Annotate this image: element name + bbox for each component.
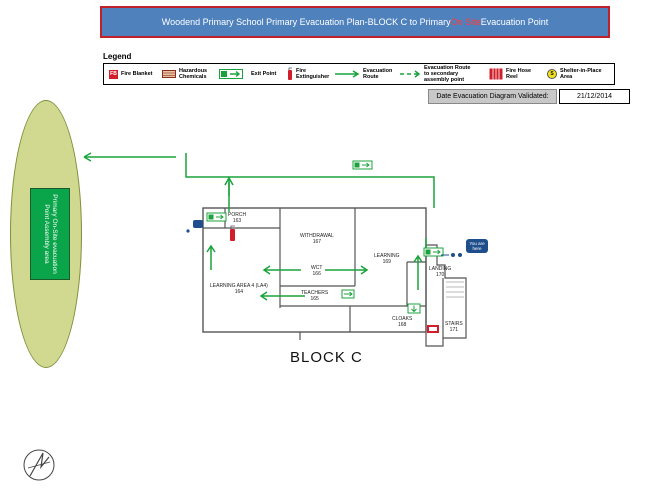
room-number: 170 bbox=[435, 272, 445, 278]
room-number: 165 bbox=[310, 296, 319, 302]
exit-point-icon bbox=[407, 303, 421, 314]
route-line-west bbox=[185, 153, 229, 178]
evacuation-routes bbox=[83, 152, 435, 301]
legend-label: Evacuation Route bbox=[363, 68, 393, 80]
room-number: 167 bbox=[312, 239, 322, 245]
block-label: BLOCK C bbox=[290, 349, 363, 366]
validation-date-value: 21/12/2014 bbox=[559, 89, 630, 104]
fire-hose-reel-icon bbox=[427, 325, 439, 333]
assembly-point-sign: Primary On-Site evacuation Point Assembl… bbox=[30, 188, 70, 280]
room-name: WITHDRAWAL bbox=[300, 233, 334, 239]
route-arrowhead-up bbox=[224, 177, 234, 186]
exit-point-icon bbox=[219, 69, 243, 79]
route-arrow-learning bbox=[413, 254, 423, 290]
room-number: 171 bbox=[449, 327, 459, 333]
room-name: LANDING bbox=[429, 266, 452, 272]
title-text-end: Evacuation Point bbox=[480, 17, 549, 27]
room-name: LEARNING AREA 4 (LA4) bbox=[210, 283, 268, 289]
room-name: PORCH bbox=[228, 212, 247, 218]
fire-extinguisher-icon bbox=[230, 225, 235, 241]
room-name: LEARNING bbox=[374, 253, 400, 259]
legend-item-fire-extinguisher: Fire Extinguisher bbox=[287, 64, 329, 84]
door-markers bbox=[186, 229, 462, 257]
legend-item-evacuation-route: Evacuation Route bbox=[334, 64, 392, 84]
route-arrow-teachers bbox=[259, 291, 305, 301]
exit-point-icon bbox=[352, 160, 373, 170]
fire-blanket-icon: FB bbox=[109, 69, 118, 79]
room-number: 163 bbox=[232, 218, 242, 224]
route-arrowhead-assembly bbox=[83, 152, 92, 162]
legend-item-fire-blanket: FB Fire Blanket bbox=[109, 64, 152, 84]
route-arrow-la4 bbox=[206, 244, 216, 270]
evacuation-route-arrow-icon bbox=[335, 70, 360, 78]
legend-item-secondary-route: Evacuation Route to secondary assembly p… bbox=[399, 64, 470, 84]
room-number: 168 bbox=[397, 322, 407, 328]
legend-label: Fire Hose Reel bbox=[506, 68, 532, 80]
route-arrow-wc-right bbox=[325, 265, 369, 275]
room-number: 166 bbox=[312, 271, 321, 277]
room-label-learning-area-4: LEARNING AREA 4 (LA4)164 bbox=[210, 283, 268, 295]
legend-item-hazardous-chemicals: Hazardous Chemicals bbox=[162, 64, 207, 84]
room-name: TEACHERS bbox=[301, 290, 329, 296]
legend-label: Shelter-in-Place Area bbox=[560, 68, 602, 80]
room-number: 164 bbox=[234, 289, 244, 295]
secondary-route-arrow-icon bbox=[400, 70, 421, 78]
exit-point-icon bbox=[423, 247, 444, 257]
exit-point-signs bbox=[206, 160, 444, 314]
exit-point-icon bbox=[206, 212, 227, 222]
legend-label: Evacuation Route to secondary assembly p… bbox=[424, 65, 471, 83]
room-name: STAIRS bbox=[445, 321, 463, 327]
fire-hose-reel-icon bbox=[489, 68, 503, 80]
exit-point-icon bbox=[341, 289, 355, 299]
stairs-hatch bbox=[446, 281, 464, 298]
legend-item-fire-hose-reel: Fire Hose Reel bbox=[489, 64, 531, 84]
legend: FB Fire Blanket Hazardous Chemicals Exit… bbox=[103, 63, 615, 85]
plan-title: Woodend Primary School Primary Evacuatio… bbox=[100, 6, 610, 38]
legend-label: Fire Extinguisher bbox=[296, 68, 330, 80]
shelter-in-place-icon: S bbox=[547, 69, 557, 79]
legend-label: Fire Blanket bbox=[121, 71, 153, 77]
porch-location-marker bbox=[193, 220, 203, 228]
room-name: WCT bbox=[311, 265, 323, 271]
hazardous-chemicals-icon bbox=[162, 70, 176, 78]
fire-extinguisher-icon bbox=[288, 67, 292, 80]
north-compass-icon bbox=[23, 449, 55, 481]
building-walls bbox=[202, 207, 467, 347]
room-name: CLOAKS bbox=[392, 316, 413, 322]
room-number: 169 bbox=[382, 259, 391, 265]
legend-item-shelter-in-place: S Shelter-in-Place Area bbox=[547, 64, 602, 84]
title-text: Woodend Primary School Primary Evacuatio… bbox=[161, 17, 451, 27]
legend-heading: Legend bbox=[103, 52, 132, 61]
you-are-here-marker: You are here bbox=[466, 239, 488, 253]
validation-date-label: Date Evacuation Diagram Validated: bbox=[428, 89, 557, 104]
legend-label: Exit Point bbox=[251, 71, 277, 77]
title-highlight-text: On Site bbox=[450, 17, 481, 27]
route-arrow-wc-left bbox=[262, 265, 301, 275]
legend-label: Hazardous Chemicals bbox=[179, 68, 208, 80]
route-line-top bbox=[228, 176, 435, 212]
legend-item-exit-point: Exit Point bbox=[219, 64, 276, 84]
